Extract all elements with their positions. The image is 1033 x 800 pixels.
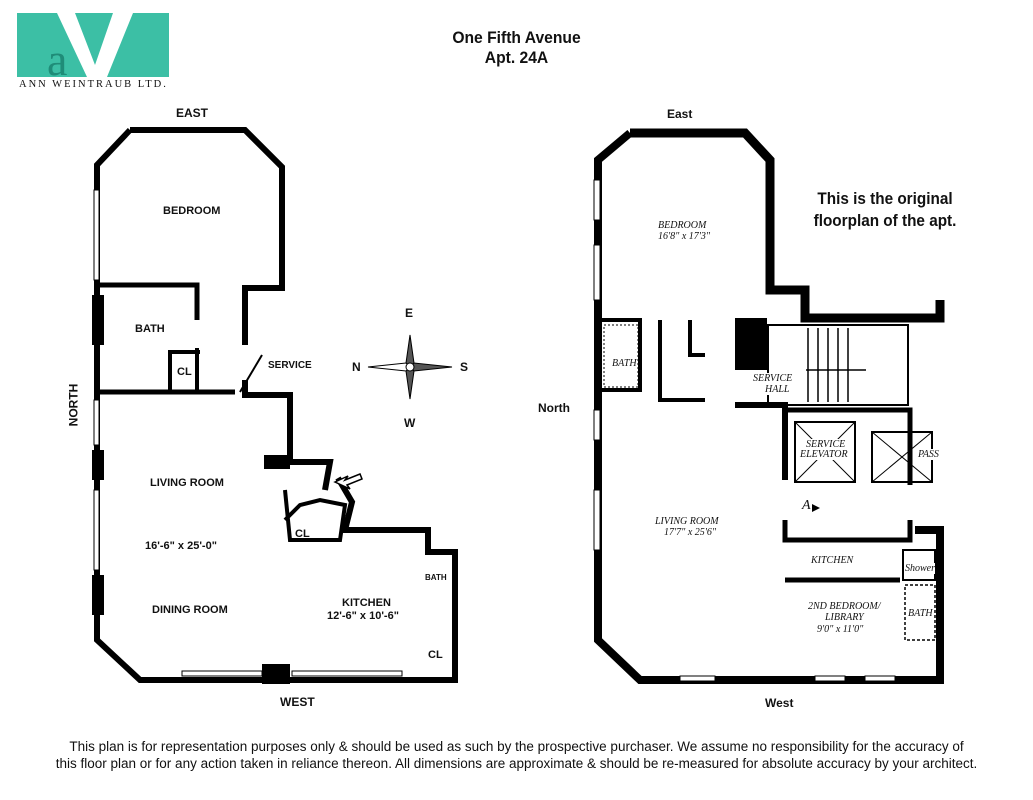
r-room-bath: BATH bbox=[612, 358, 637, 369]
left-plan-walls bbox=[92, 127, 458, 684]
r-room-living-dimensions: 17'7" x 25'6" bbox=[664, 527, 717, 538]
r-room-kitchen: KITCHEN bbox=[811, 555, 854, 566]
r-section-marker: A bbox=[802, 498, 811, 513]
r-room-shower: Shower bbox=[905, 563, 935, 574]
room-kitchen: KITCHEN bbox=[342, 597, 391, 609]
room-dining: DINING ROOM bbox=[152, 604, 228, 616]
room-kitchen-dimensions: 12'-6" x 10'-6" bbox=[327, 610, 399, 622]
compass bbox=[367, 334, 453, 400]
right-direction-west: West bbox=[765, 696, 794, 710]
r-pass: PASS bbox=[918, 449, 939, 460]
logo-company-name: ANN WEINTRAUB LTD. bbox=[19, 79, 168, 90]
compass-n: N bbox=[352, 360, 361, 374]
r-service-hall-2: HALL bbox=[765, 384, 790, 395]
compass-w: W bbox=[404, 416, 416, 430]
svg-text:a: a bbox=[47, 34, 67, 77]
r-service-elevator-2: ELEVATOR bbox=[800, 449, 848, 460]
page-title-line2: Apt. 24A bbox=[484, 48, 549, 67]
room-closet-3: CL bbox=[428, 649, 443, 661]
right-direction-east: East bbox=[667, 107, 693, 121]
r-room-bedroom: BEDROOM bbox=[658, 220, 707, 231]
room-living-dimensions: 16'-6" x 25'-0" bbox=[145, 540, 217, 552]
left-direction-west: WEST bbox=[280, 695, 315, 709]
r-room-living: LIVING ROOM bbox=[655, 516, 719, 527]
r-room-bedroom2-1: 2ND BEDROOM/ bbox=[808, 601, 881, 612]
disclaimer-line2: this floor plan or for any action taken … bbox=[55, 756, 978, 771]
room-bedroom: BEDROOM bbox=[163, 205, 221, 217]
room-bath: BATH bbox=[135, 323, 165, 335]
logo: a bbox=[17, 13, 169, 77]
r-room-bath-2: BATH bbox=[908, 608, 933, 619]
r-service-hall-1: SERVICE bbox=[753, 373, 793, 384]
right-plan-walls bbox=[593, 128, 945, 684]
room-closet-2: CL bbox=[295, 528, 310, 540]
room-bath-2: BATH bbox=[425, 573, 447, 582]
r-service-elevator-1: SERVICE bbox=[806, 439, 846, 450]
r-room-bedroom2-2: LIBRARY bbox=[825, 612, 864, 623]
page-title-line1: One Fifth Avenue bbox=[452, 28, 581, 47]
compass-e: E bbox=[405, 306, 414, 320]
compass-s: S bbox=[460, 360, 469, 374]
room-closet: CL bbox=[177, 366, 192, 378]
room-service: SERVICE bbox=[268, 360, 312, 371]
original-plan-note-line2: floorplan of the apt. bbox=[813, 211, 957, 230]
left-direction-north: NORTH bbox=[66, 383, 81, 427]
disclaimer-line1: This plan is for representation purposes… bbox=[69, 739, 964, 754]
disclaimer: This plan is for representation purposes… bbox=[0, 738, 1033, 772]
r-room-bedroom-dimensions: 16'8" x 17'3" bbox=[658, 231, 711, 242]
original-plan-note-line1: This is the original bbox=[817, 189, 953, 208]
room-living: LIVING ROOM bbox=[150, 477, 224, 489]
r-room-bedroom2-dimensions: 9'0" x 11'0" bbox=[817, 624, 864, 635]
right-direction-north: North bbox=[538, 401, 570, 415]
left-direction-east: EAST bbox=[176, 106, 209, 120]
logo-graphic: a bbox=[17, 13, 169, 77]
